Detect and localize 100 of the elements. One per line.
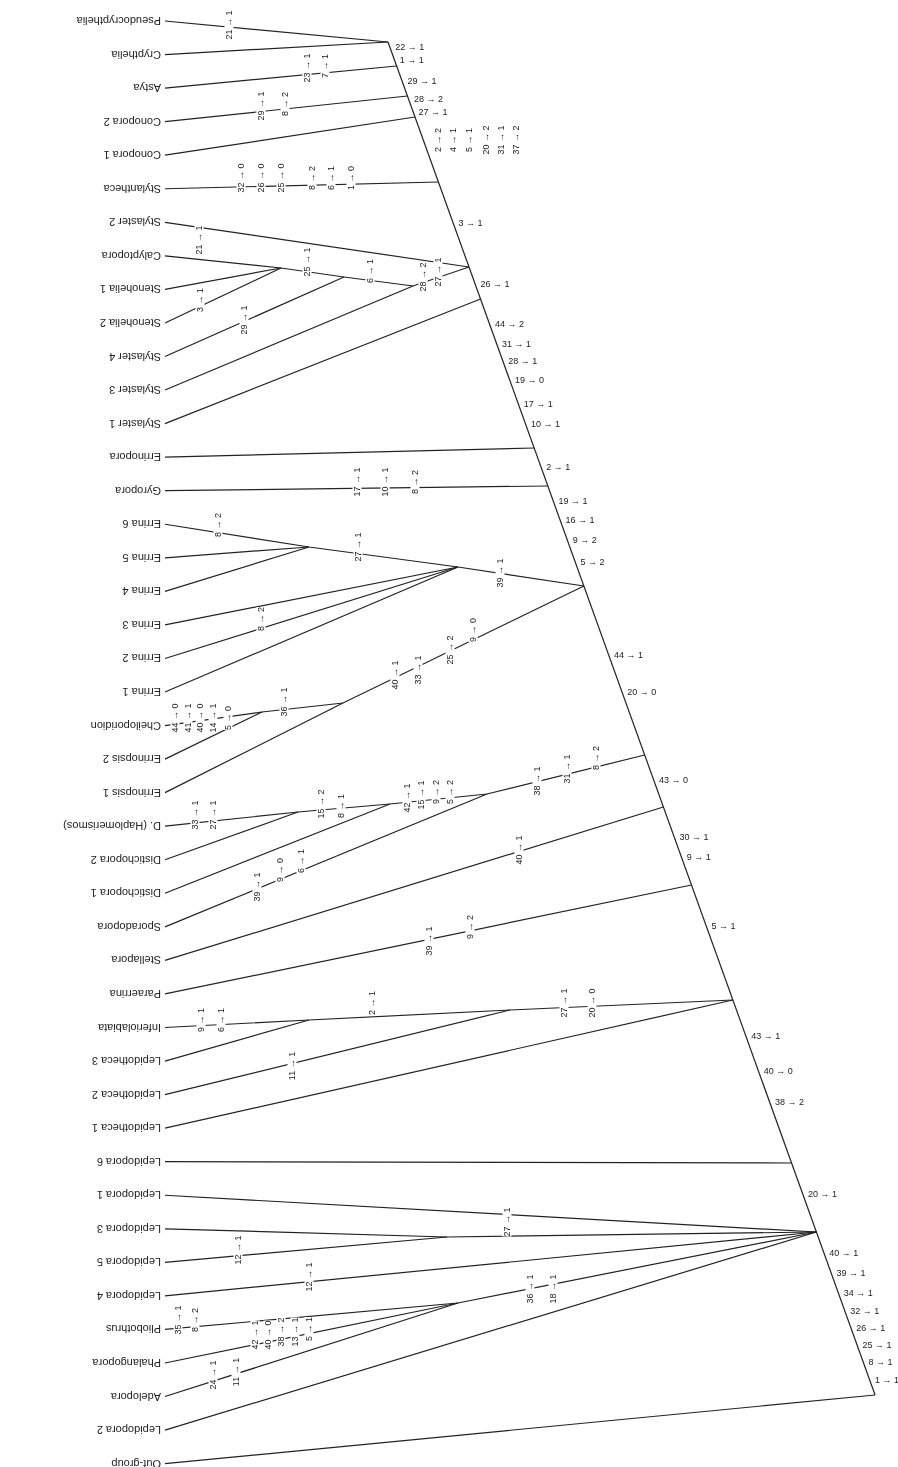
character-change-label: 19 → 1	[558, 497, 588, 506]
taxon-label: Lepidopora 2	[95, 1424, 161, 1436]
character-change-label: 27 → 1	[502, 1207, 512, 1237]
character-change-label: 6 → 1	[216, 1008, 226, 1032]
taxon-label: Errina 6	[121, 518, 161, 530]
character-change-label: 23 → 1	[302, 53, 312, 83]
character-change-label: 15 → 2	[316, 789, 326, 819]
character-change-label: 20 → 0	[627, 688, 657, 697]
character-change-label: 17 → 1	[352, 467, 362, 497]
taxon-label: Lepidopora 5	[95, 1256, 161, 1268]
taxon-label: Lepidopora 4	[95, 1289, 161, 1301]
character-change-label: 12 → 1	[304, 1262, 314, 1292]
character-change-label: 25 → 1	[862, 1341, 892, 1350]
character-change-label: 44 → 0	[170, 703, 180, 733]
character-change-label: 36 → 1	[279, 687, 289, 717]
character-change-label: 20 → 2	[481, 125, 491, 155]
character-change-label: 6 → 1	[296, 849, 306, 873]
character-change-label: 34 → 1	[843, 1289, 873, 1298]
taxon-label: Errinopsis 1	[101, 786, 161, 798]
character-change-label: 25 → 0	[276, 163, 286, 193]
taxon-label: Crypthelia	[110, 48, 161, 60]
taxon-label: Stylaster 4	[108, 350, 161, 362]
character-change-label: 5 → 1	[464, 128, 474, 152]
character-change-label: 12 → 1	[233, 1235, 243, 1265]
taxon-label: Conopora 1	[102, 149, 161, 161]
character-change-label: 13 → 1	[290, 1317, 300, 1347]
taxon-label: Adelopora	[109, 1390, 161, 1402]
character-change-label: 1 → 1	[399, 56, 424, 65]
character-change-label: 24 → 1	[208, 1360, 218, 1390]
taxon-label: Errina 1	[121, 686, 161, 697]
character-change-label: 38 → 2	[276, 1317, 286, 1347]
character-change-label: 27 → 1	[353, 532, 363, 562]
taxon-label: Lepidotheca 1	[90, 1122, 161, 1134]
character-change-label: 5 → 2	[445, 780, 455, 804]
character-change-label: 39 → 1	[836, 1269, 866, 1278]
character-change-label: 39 → 1	[252, 872, 262, 902]
character-change-label: 39 → 1	[424, 926, 434, 956]
taxon-label: Stylantheca	[102, 182, 161, 194]
character-change-label: 25 → 2	[445, 635, 455, 665]
character-change-label: 1 → 0	[346, 166, 356, 190]
character-change-label: 27 → 1	[208, 800, 218, 830]
taxon-label: Astya	[132, 82, 161, 94]
character-change-label: 33 → 1	[413, 655, 423, 685]
character-change-label: 40 → 1	[514, 835, 524, 865]
taxon-label: Lepidopora 1	[95, 1189, 161, 1201]
character-change-label: 43 → 0	[659, 776, 689, 785]
character-change-label: 2 → 1	[546, 463, 571, 472]
character-change-label: 15 → 1	[416, 780, 426, 810]
character-change-label: 16 → 1	[565, 516, 595, 525]
character-change-label: 8 → 2	[256, 607, 266, 631]
character-change-label: 8 → 2	[410, 470, 420, 494]
character-change-label: 40 → 0	[195, 703, 205, 733]
taxon-label: Sporadopora	[96, 920, 161, 932]
character-change-label: 8 → 1	[336, 794, 346, 818]
character-change-label: 26 → 1	[480, 280, 510, 289]
character-change-label: 10 → 1	[380, 467, 390, 497]
character-change-label: 21 → 1	[224, 10, 234, 40]
character-change-label: 20 → 1	[808, 1190, 838, 1199]
taxon-label: Cheiloporidion	[89, 719, 161, 731]
character-change-label: 5 → 1	[304, 1317, 314, 1341]
character-change-label: 28 → 2	[418, 262, 428, 292]
character-change-label: 19 → 0	[515, 376, 545, 385]
character-change-label: 9 → 2	[431, 780, 441, 804]
taxon-label: Lepidotheca 3	[90, 1055, 161, 1067]
character-change-label: 9 → 2	[465, 915, 475, 939]
character-change-label: 32 → 0	[236, 163, 246, 193]
character-change-label: 1 → 1	[875, 1376, 898, 1385]
character-change-label: 42 → 1	[250, 1320, 260, 1350]
character-change-label: 8 → 2	[591, 746, 601, 770]
character-change-label: 18 → 1	[548, 1274, 558, 1304]
taxon-label: Stylaster 3	[108, 384, 161, 396]
character-change-label: 32 → 1	[850, 1307, 880, 1316]
taxon-label: Pliobothrus	[104, 1323, 161, 1335]
taxon-label: Stylaster 2	[108, 216, 161, 228]
taxon-label: Stylaster 1	[108, 417, 161, 429]
taxon-label: Lepidopora 6	[95, 1155, 161, 1167]
character-change-label: 28 → 1	[508, 357, 538, 366]
character-change-label: 29 → 1	[239, 305, 249, 335]
character-change-label: 8 → 2	[190, 1308, 200, 1332]
character-change-label: 31 → 1	[496, 125, 506, 155]
character-change-label: 43 → 1	[751, 1032, 781, 1041]
taxon-label: Errinopsis 2	[101, 753, 161, 765]
character-change-label: 2 → 1	[367, 991, 377, 1015]
taxon-label: Errinopora	[108, 451, 161, 463]
character-change-label: 8 → 1	[868, 1358, 893, 1367]
character-change-label: 5 → 2	[580, 558, 605, 567]
character-change-label: 9 → 1	[196, 1008, 206, 1032]
taxon-label: Errina 4	[121, 585, 161, 597]
taxon-label: Stenohelia 1	[98, 283, 161, 295]
taxon-label: Calyptopora	[100, 249, 161, 261]
character-change-label: 6 → 1	[326, 166, 336, 190]
taxon-label: D. (Haplomerismos)	[62, 820, 161, 832]
taxon-label: Errina 3	[121, 618, 161, 630]
character-change-label: 4 → 1	[448, 128, 458, 152]
character-change-label: 37 → 2	[511, 125, 521, 155]
character-change-label: 44 → 2	[494, 320, 524, 329]
character-change-label: 9 → 2	[572, 536, 597, 545]
character-change-label: 2 → 2	[433, 128, 443, 152]
taxon-label: Stellapora	[110, 954, 161, 966]
character-change-label: 22 → 1	[395, 43, 425, 52]
